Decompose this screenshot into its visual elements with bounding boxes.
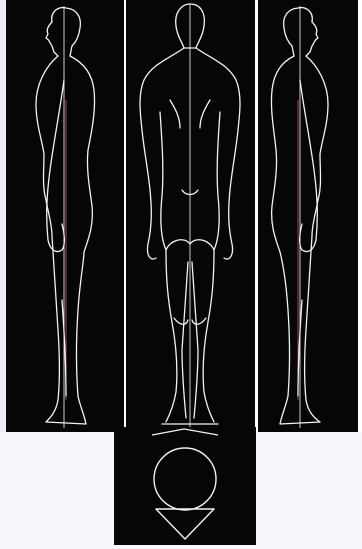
back-view-panel (126, 0, 255, 432)
left-profile-panel (6, 0, 124, 432)
base-circle (154, 448, 216, 510)
left-profile-figure (6, 0, 124, 432)
right-profile-figure (258, 0, 358, 432)
back-view-figure (126, 0, 255, 432)
direction-triangle (156, 509, 214, 539)
right-profile-panel (258, 0, 358, 432)
floor-plan-panel (114, 427, 256, 545)
feet-outline (152, 429, 218, 435)
floor-plan-diagram (114, 427, 256, 545)
profile-outline (36, 8, 95, 424)
